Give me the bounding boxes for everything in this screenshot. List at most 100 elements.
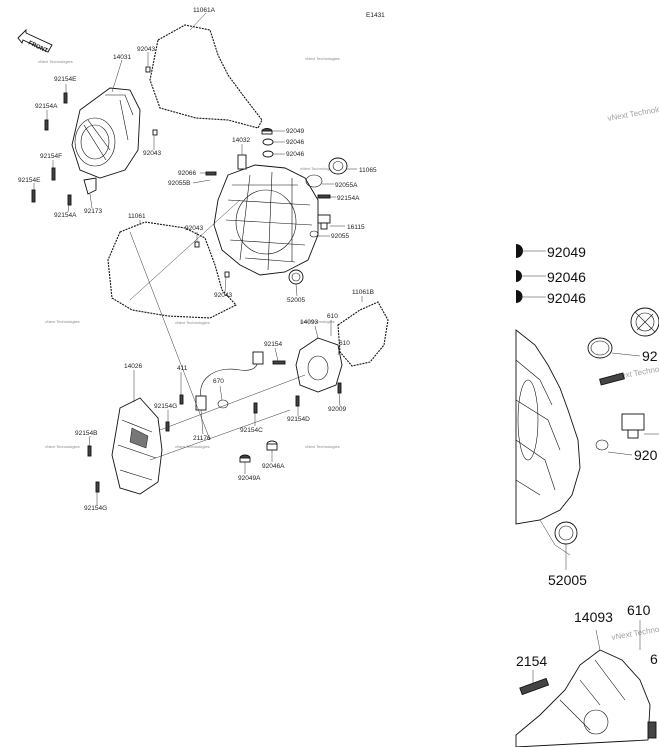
gasket-11061b — [337, 301, 389, 367]
part-label: 11061B — [352, 289, 374, 296]
watermark: vNext Technologies — [175, 444, 210, 449]
zoom-label: 14093 — [574, 609, 613, 625]
part-label: 92154B — [75, 430, 97, 437]
guard-14026 — [111, 397, 163, 495]
clutch-cover-zoom — [515, 329, 581, 525]
part-label: 92055B — [168, 180, 190, 187]
generator-cover-14031 — [71, 87, 141, 179]
bolt-92154c — [253, 402, 258, 414]
part-label: 92154C — [240, 427, 263, 434]
part-label: 14032 — [232, 137, 250, 144]
part-label: 16115 — [347, 224, 365, 231]
bolt-92066 — [205, 171, 217, 176]
grommet-670 — [217, 399, 229, 409]
part-label: 92043 — [143, 150, 161, 157]
seal-52005-zoom — [554, 521, 578, 570]
watermark: vNext Technologies — [175, 320, 210, 325]
clamp-92173 — [83, 177, 97, 195]
zoom-label: 610 — [627, 602, 651, 618]
part-label: 11061 — [128, 213, 146, 220]
bolt-411 — [179, 394, 184, 405]
diagram-code: E1431 — [366, 12, 385, 19]
bolt-92154f — [51, 167, 56, 181]
part-label: 670 — [213, 378, 224, 385]
part-label: 92055A — [335, 182, 358, 189]
part-label: 92043 — [137, 46, 155, 53]
watermark: vNext Technologies — [611, 621, 659, 642]
dowel-92043-4 — [224, 271, 230, 278]
part-label: 92154A — [54, 212, 77, 219]
washer-92046-zoom-2 — [516, 290, 546, 303]
cap-11065-zoom — [630, 307, 659, 337]
part-label: 92154E — [54, 76, 77, 83]
zoom-label: 92049 — [547, 244, 586, 260]
washer-92046-zoom — [516, 270, 546, 282]
part-label: 610 — [327, 313, 338, 320]
watermark: vNext Technologies — [305, 56, 340, 61]
zoom-label: 2154 — [516, 653, 547, 669]
zoom-label: 92 — [642, 348, 658, 364]
bolt-92009 — [337, 382, 342, 394]
part-label: 92049A — [238, 475, 261, 482]
seal-52005 — [288, 269, 304, 285]
bolt-92154a-2 — [67, 194, 72, 206]
part-label: 92049 — [286, 128, 304, 135]
bolt-92154b — [87, 445, 92, 457]
zoom-detail: 92049 92046 92046 92 920 52005 14093 610… — [515, 244, 659, 747]
leader-lines — [33, 12, 363, 505]
dowel-92043-2 — [152, 129, 158, 136]
zoom-label: 92046 — [547, 290, 586, 306]
watermark: vNext Technologies — [607, 102, 659, 123]
cap-11065 — [328, 157, 348, 175]
dowel-92043-3 — [194, 241, 200, 248]
washer-92046 — [262, 138, 274, 146]
bolt-92154e-2 — [31, 189, 36, 203]
part-label: 92046 — [286, 139, 304, 146]
bolt-92154a — [44, 119, 49, 131]
part-label: 92154G — [84, 505, 107, 512]
watermark: vNext Technologies — [38, 59, 73, 64]
bolt-zoom — [599, 372, 625, 386]
bolt-92154-zoom — [519, 677, 550, 696]
gasket-11061 — [107, 221, 237, 319]
watermark: vNext Technologies — [305, 444, 340, 449]
sensor-21176 — [195, 351, 264, 411]
pickup-cover-zoom — [515, 649, 657, 747]
bolt-92154e — [63, 92, 68, 104]
part-labels: 11061A 14031 92043 92154E 92154A 92043 9… — [18, 7, 377, 512]
plug-zoom — [621, 413, 659, 439]
part-label: 52005 — [287, 297, 305, 304]
pickup-cover-14093 — [295, 337, 343, 393]
part-label: 92046A — [262, 463, 285, 470]
part-label: 92154F — [40, 153, 62, 160]
part-label: 92154A — [337, 195, 360, 202]
bolt-92154g-2 — [95, 481, 100, 493]
part-label: 92043 — [185, 225, 203, 232]
part-label: 92154 — [264, 341, 282, 348]
part-label: 610 — [339, 340, 350, 347]
watermark: vNext Technologies — [45, 444, 80, 449]
cap-92049-zoom — [516, 244, 546, 258]
part-label: 92154G — [154, 403, 177, 410]
part-label: 92066 — [178, 170, 196, 177]
part-label: 92173 — [84, 208, 102, 215]
bolt-92154d — [295, 395, 300, 407]
bolt-92154 — [272, 360, 286, 365]
part-label: 11065 — [359, 167, 377, 174]
zoom-label: 920 — [634, 447, 658, 463]
part-label: 92009 — [328, 406, 346, 413]
oring-92055a — [305, 174, 323, 188]
bolt-92154a-3 — [317, 194, 331, 199]
plug-16115 — [317, 214, 331, 230]
zoom-label: 92046 — [547, 269, 586, 285]
part-label: 92055 — [331, 233, 349, 240]
part-label: 14026 — [124, 363, 142, 370]
part-label: 11061A — [193, 7, 216, 14]
cap-92049a — [239, 454, 251, 463]
cap-92049 — [261, 128, 273, 135]
watermark: vNext Technologies — [45, 319, 80, 324]
part-label: 92043 — [214, 292, 232, 299]
part-label: 14093 — [300, 319, 318, 326]
